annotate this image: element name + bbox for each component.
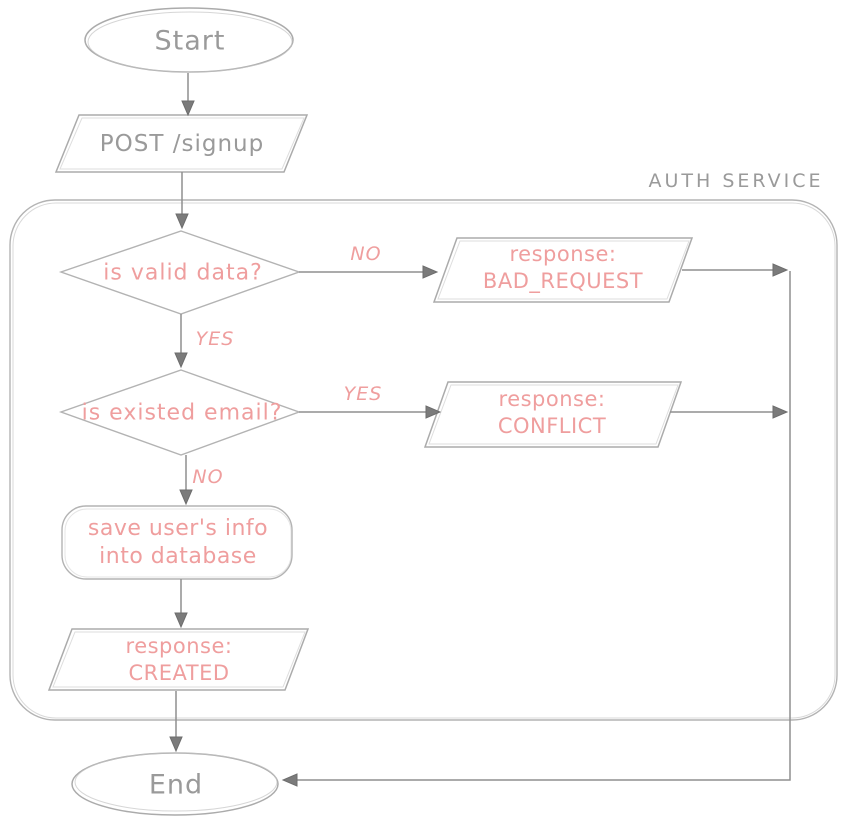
is-valid-data-node-shape (58, 230, 302, 315)
arrow-lines (175, 73, 791, 781)
arrowhead-existed-no (179, 489, 193, 506)
arrowhead-conflict-junction (772, 405, 789, 419)
created-node-shape (47, 628, 310, 691)
arrowhead-existed-yes (425, 405, 442, 419)
arrowhead-valid-yes (174, 352, 188, 369)
end-node-sketch-stroke (74, 752, 278, 812)
arrowhead-badrequest-junction (772, 263, 789, 277)
arrow-heads (169, 100, 789, 787)
auth-service-frame (9, 199, 838, 721)
arrowhead-valid-no (422, 265, 439, 279)
arrowhead-post-to-valid (175, 213, 189, 230)
arrowhead-created-to-end (169, 736, 183, 753)
arrowhead-save-to-created (174, 612, 188, 629)
conflict-node-shape (423, 381, 683, 448)
arrow-junction-to-end (296, 271, 791, 781)
post-signup-node-shape (54, 114, 309, 173)
bad-request-sketch-stroke (437, 240, 690, 300)
conflict-sketch-stroke (428, 384, 679, 445)
created-sketch-stroke (52, 631, 306, 688)
arrowhead-start-to-post (181, 100, 195, 117)
auth-service-frame-sketch-stroke (12, 202, 836, 719)
arrowhead-junction-to-end (281, 773, 298, 787)
save-user-node-shape (61, 505, 293, 580)
bad-request-node-shape (432, 237, 694, 303)
post-signup-sketch-stroke (59, 117, 305, 170)
start-node-sketch-stroke (87, 11, 293, 73)
save-user-sketch-stroke (64, 508, 292, 578)
is-existed-email-node-shape (58, 369, 302, 456)
